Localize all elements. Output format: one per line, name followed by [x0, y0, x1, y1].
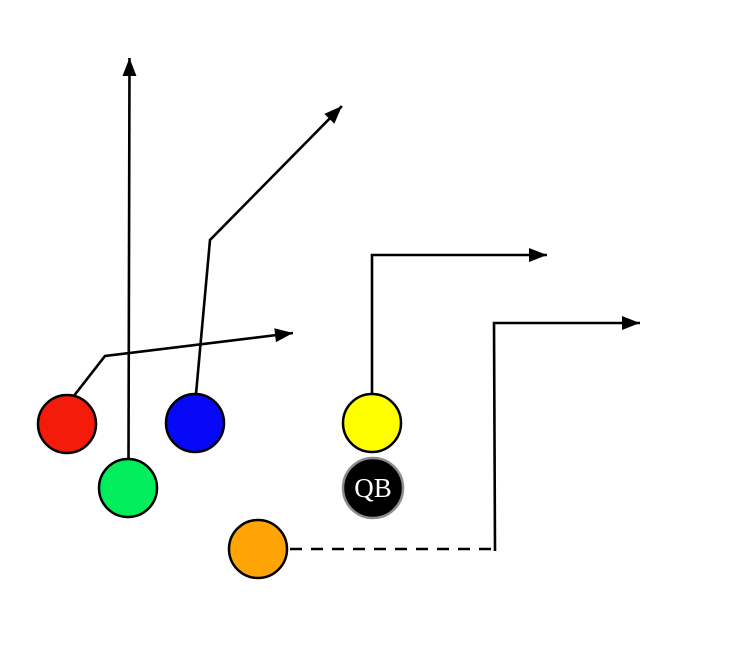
receiver-blue[interactable] [164, 392, 226, 454]
receiver-orange-marker[interactable] [227, 518, 289, 580]
route-yellow-out [370, 253, 547, 394]
route-orange-wheel [492, 321, 640, 552]
quarterback[interactable]: QB [341, 456, 405, 520]
receiver-yellow[interactable] [341, 392, 403, 454]
route-orange-wheel-arrowhead-icon [622, 316, 640, 330]
receiver-green-marker[interactable] [97, 457, 159, 519]
receiver-orange[interactable] [227, 518, 289, 580]
route-blue-corner-arrowhead-icon [324, 106, 342, 124]
quarterback-label: QB [354, 473, 392, 503]
route-red-slant-arrowhead-icon [274, 328, 293, 343]
receiver-green[interactable] [97, 457, 159, 519]
quarterback-marker[interactable] [341, 456, 405, 520]
receiver-red[interactable] [36, 393, 98, 455]
route-blue-corner [194, 105, 343, 395]
route-yellow-out-arrowhead-icon [529, 248, 547, 262]
route-green-streak-arrowhead-icon [122, 58, 137, 77]
route-green-streak [127, 57, 131, 460]
receiver-red-marker[interactable] [36, 393, 98, 455]
route-red-slant [71, 331, 294, 398]
receiver-blue-marker[interactable] [164, 392, 226, 454]
receiver-yellow-marker[interactable] [341, 392, 403, 454]
